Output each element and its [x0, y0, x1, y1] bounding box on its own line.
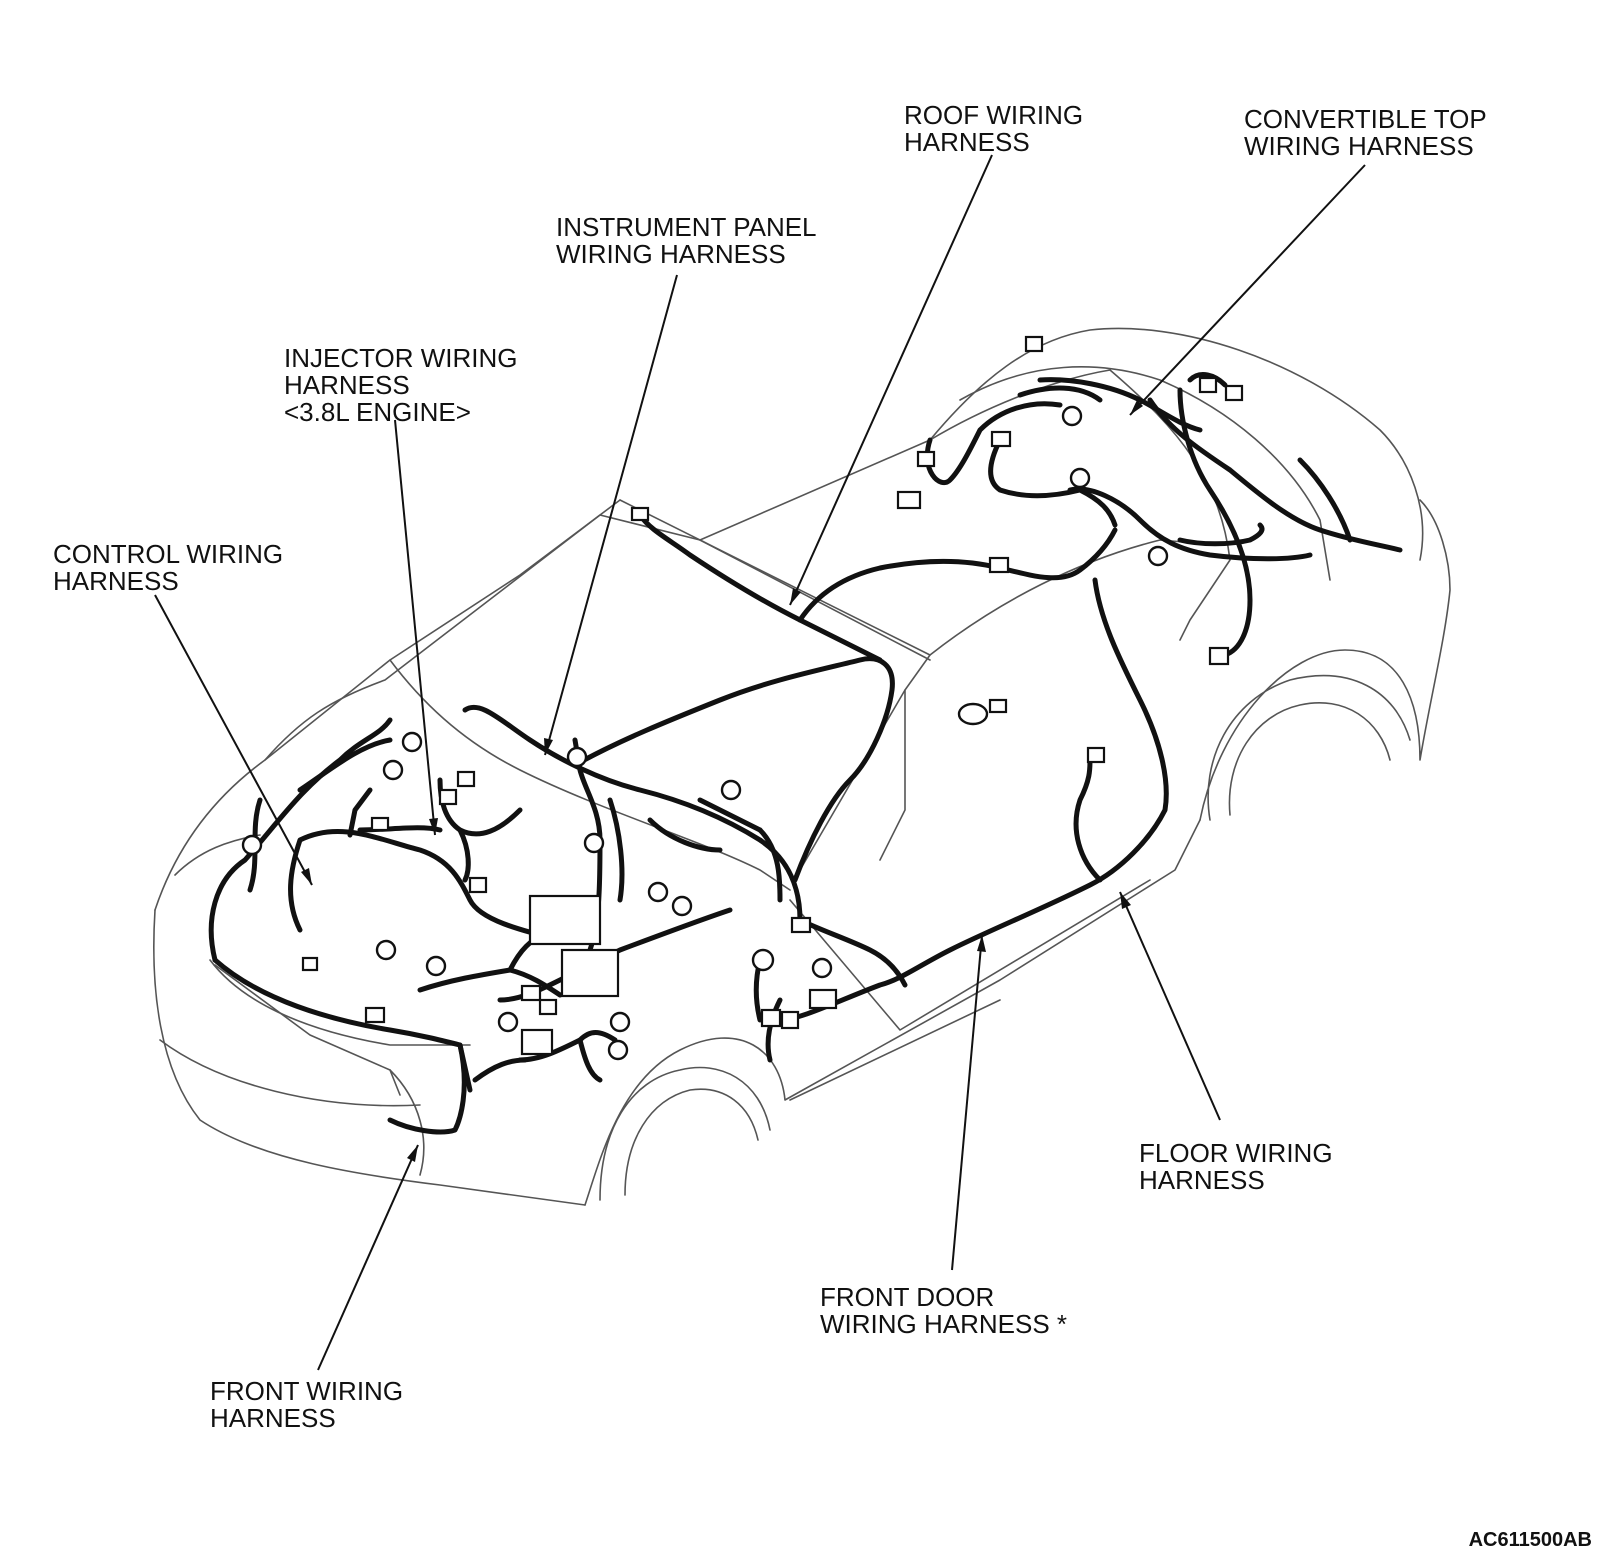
svg-text:FRONT WIRING: FRONT WIRING [210, 1376, 403, 1406]
ground-eyelet [566, 746, 588, 768]
svg-text:HARNESS: HARNESS [284, 370, 410, 400]
svg-text:CONTROL WIRING: CONTROL WIRING [53, 539, 283, 569]
label-floor-wiring-harness: FLOOR WIRING HARNESS [1139, 1138, 1333, 1195]
connector [364, 1006, 386, 1024]
label-front-wiring-harness: FRONT WIRING HARNESS [210, 1376, 403, 1433]
ground-eyelet [609, 1011, 631, 1033]
harness-wires [208, 372, 1403, 1135]
svg-text:<3.8L ENGINE>: <3.8L ENGINE> [284, 397, 471, 427]
connector [520, 984, 542, 1002]
ground-eyelet [401, 731, 423, 753]
figure-code: AC611500AB [1469, 1529, 1592, 1551]
connector [990, 430, 1012, 448]
ground-eyelet [583, 832, 605, 854]
ground-eyelet [751, 948, 775, 972]
svg-text:WIRING HARNESS *: WIRING HARNESS * [820, 1309, 1067, 1339]
ground-eyelet [1061, 405, 1083, 427]
label-control-wiring-harness: CONTROL WIRING HARNESS [53, 539, 283, 596]
connector [370, 816, 390, 832]
ground-eyelet [720, 779, 742, 801]
connector [1024, 335, 1044, 353]
connector [456, 770, 476, 788]
ground-eyelet [1147, 545, 1169, 567]
svg-text:HARNESS: HARNESS [53, 566, 179, 596]
svg-text:HARNESS: HARNESS [904, 127, 1030, 157]
ground-eyelet [375, 939, 397, 961]
connector [1086, 746, 1106, 764]
svg-text:INSTRUMENT PANEL: INSTRUMENT PANEL [556, 212, 817, 242]
connector [301, 956, 319, 972]
ground-eyelet [241, 834, 263, 856]
ground-eyelet [497, 1011, 519, 1033]
car-body-outline [153, 327, 1451, 1206]
ground-eyelet [647, 881, 669, 903]
label-front-door-wiring-harness: FRONT DOOR WIRING HARNESS * [820, 1282, 1067, 1339]
svg-text:HARNESS: HARNESS [1139, 1165, 1265, 1195]
label-injector-wiring-harness: INJECTOR WIRING HARNESS <3.8L ENGINE> [284, 343, 518, 427]
connector [760, 1008, 782, 1028]
connector [896, 490, 922, 510]
connectors [301, 335, 1244, 1056]
connector [468, 876, 488, 894]
connector [808, 988, 838, 1010]
svg-text:CONVERTIBLE TOP: CONVERTIBLE TOP [1244, 104, 1487, 134]
ground-eyelet [425, 955, 447, 977]
battery [528, 894, 602, 946]
connector [988, 698, 1008, 714]
connector [790, 916, 812, 934]
connector [780, 1010, 800, 1030]
connector [1208, 646, 1230, 666]
svg-text:INJECTOR WIRING: INJECTOR WIRING [284, 343, 518, 373]
svg-text:WIRING HARNESS: WIRING HARNESS [556, 239, 786, 269]
ground-eyelet [607, 1039, 629, 1061]
connector [916, 450, 936, 468]
connector [1198, 376, 1218, 394]
ground-eyelet [1069, 467, 1091, 489]
ground-points [241, 405, 1169, 1061]
connector [630, 506, 650, 522]
connector [438, 788, 458, 806]
ground-eyelet [811, 957, 833, 979]
svg-text:FLOOR WIRING: FLOOR WIRING [1139, 1138, 1333, 1168]
ground-eyelet [671, 895, 693, 917]
ground-eyelet [382, 759, 404, 781]
label-instrument-panel-wiring-harness: INSTRUMENT PANEL WIRING HARNESS [556, 212, 817, 269]
svg-text:WIRING HARNESS: WIRING HARNESS [1244, 131, 1474, 161]
relay-box [520, 1028, 554, 1056]
leader-lines [154, 154, 1366, 1371]
svg-text:FRONT DOOR: FRONT DOOR [820, 1282, 994, 1312]
label-convertible-top-wiring-harness: CONVERTIBLE TOP WIRING HARNESS [1244, 104, 1487, 161]
ground-eyelet [957, 702, 989, 726]
connector [988, 556, 1010, 574]
connector [538, 998, 558, 1016]
label-roof-wiring-harness: ROOF WIRING HARNESS [904, 100, 1083, 157]
svg-text:HARNESS: HARNESS [210, 1403, 336, 1433]
svg-text:ROOF WIRING: ROOF WIRING [904, 100, 1083, 130]
fuse-box [560, 948, 620, 998]
connector [1224, 384, 1244, 402]
